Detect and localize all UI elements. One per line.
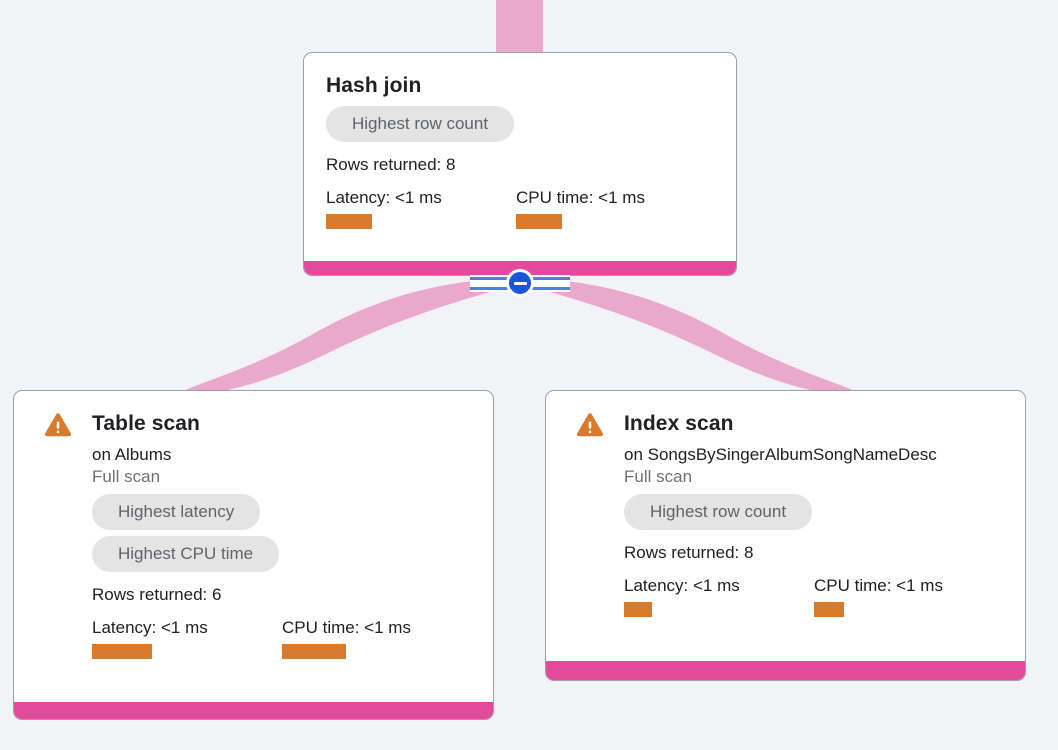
node-chips: Highest row count [326,106,714,148]
metric-latency-label: Latency: <1 ms [92,618,208,637]
node-hash-join[interactable]: Hash join Highest row count Rows returne… [303,52,737,276]
metric-cpu-time-label: CPU time: <1 ms [516,188,645,207]
metric-latency-bar [326,214,372,229]
node-title: Index scan [624,412,734,435]
node-subtitle: on Albums [92,445,172,464]
node-subtitle: on SongsBySingerAlbumSongNameDesc [624,445,937,464]
warning-triangle-icon [44,413,72,437]
node-scan-type: Full scan [624,467,693,486]
minus-icon [513,281,527,285]
metric-latency-bar [624,602,652,617]
metric-cpu-time-bar [814,602,844,617]
metrics-row: Latency: <1 ms CPU time: <1 ms [326,188,714,229]
node-index-scan-body: Index scan on SongsBySingerAlbumSongName… [546,391,1025,621]
node-accent-bar [546,661,1025,680]
metric-cpu-time-bar [516,214,562,229]
warning-triangle-icon [576,413,604,437]
chip-highest-row-count[interactable]: Highest row count [326,106,515,142]
node-title: Table scan [92,412,200,435]
chip-highest-latency[interactable]: Highest latency [92,494,261,530]
rows-returned: Rows returned: 8 [624,543,754,562]
metric-latency-label: Latency: <1 ms [624,576,740,595]
node-chips: Highest latency Highest CPU time [92,494,471,578]
metric-latency: Latency: <1 ms [92,618,282,659]
metric-cpu-time-label: CPU time: <1 ms [814,576,943,595]
node-index-scan[interactable]: Index scan on SongsBySingerAlbumSongName… [545,390,1026,681]
collapse-children-toggle[interactable] [506,269,534,297]
metrics-row: Latency: <1 ms CPU time: <1 ms [624,576,1003,617]
metric-cpu-time: CPU time: <1 ms [282,618,411,659]
metrics-row: Latency: <1 ms CPU time: <1 ms [92,618,471,659]
edge-hash-join-to-table-scan [186,278,512,390]
metric-cpu-time-label: CPU time: <1 ms [282,618,411,637]
metric-latency: Latency: <1 ms [624,576,814,617]
node-chips: Highest row count [624,494,1003,536]
edge-into-hash-join [496,0,543,54]
metric-latency: Latency: <1 ms [326,188,516,229]
node-title: Hash join [326,74,422,97]
metric-cpu-time: CPU time: <1 ms [814,576,943,617]
rows-returned: Rows returned: 8 [326,155,456,174]
metric-latency-label: Latency: <1 ms [326,188,442,207]
node-scan-type: Full scan [92,467,161,486]
rows-returned: Rows returned: 6 [92,585,222,604]
metric-latency-bar [92,644,152,659]
node-hash-join-body: Hash join Highest row count Rows returne… [304,53,736,233]
node-accent-bar [304,261,736,275]
edge-hash-join-to-index-scan [528,278,852,390]
node-table-scan[interactable]: Table scan on Albums Full scan Highest l… [13,390,494,720]
metric-cpu-time: CPU time: <1 ms [516,188,645,229]
node-accent-bar [14,702,493,719]
chip-highest-row-count[interactable]: Highest row count [624,494,813,530]
node-table-scan-body: Table scan on Albums Full scan Highest l… [14,391,493,663]
chip-highest-cpu-time[interactable]: Highest CPU time [92,536,280,572]
metric-cpu-time-bar [282,644,346,659]
